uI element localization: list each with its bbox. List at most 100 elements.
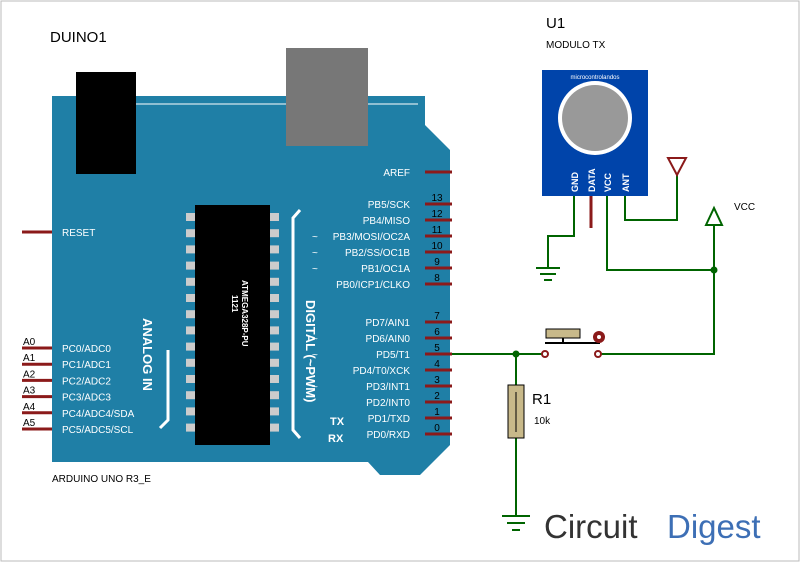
- chip-pin-right: [270, 423, 279, 432]
- chip-pin-left: [186, 229, 195, 238]
- chip-pin-right: [270, 213, 279, 221]
- aref-label: AREF: [383, 168, 410, 179]
- analog-pin-ext-A2: A2: [23, 369, 36, 380]
- chip-pin-right: [270, 391, 279, 400]
- vcc-label: VCC: [734, 202, 755, 213]
- pin-label-3: PD3/INT1: [366, 382, 410, 393]
- antenna-icon: [666, 157, 688, 178]
- digital-pins: PB5/SCK13PB4/MISO12PB3/MOSI/OC2A11~PB2/S…: [312, 193, 452, 441]
- analog-pin-label: PC1/ADC1: [62, 360, 111, 371]
- pin-label-6: PD6/AIN0: [366, 334, 411, 345]
- chip-pin-right: [270, 342, 279, 351]
- pwm-tilde-10: ~: [312, 248, 318, 259]
- chip-pin-left: [186, 391, 195, 400]
- pin-number-4: 4: [434, 359, 440, 370]
- rx-label: RX: [328, 433, 344, 445]
- pin-number-0: 0: [434, 423, 440, 434]
- analog-pin-label: PC0/ADC0: [62, 344, 111, 355]
- pin-number-6: 6: [434, 327, 440, 338]
- digital-bracket: [291, 209, 302, 439]
- chip-pin-left: [186, 407, 195, 416]
- reset-label: RESET: [62, 228, 95, 239]
- pin-label-2: PD2/INT0: [366, 398, 410, 409]
- analog-in-label: ANALOG IN: [140, 318, 155, 391]
- pin-number-12: 12: [431, 209, 443, 220]
- pin-label-12: PB4/MISO: [363, 216, 410, 227]
- chip-pin-left: [186, 294, 195, 302]
- analog-pin-label: PC4/ADC4/SDA: [62, 409, 135, 420]
- chip-pin-right: [270, 261, 279, 270]
- module-pin-gnd: GND: [570, 172, 580, 193]
- chip-pin-left: [186, 375, 195, 383]
- board-part: ARDUINO UNO R3_E: [52, 474, 151, 485]
- pin-number-1: 1: [434, 407, 440, 418]
- module-pin-vcc: VCC: [603, 172, 613, 192]
- wire-module-vcc: [606, 195, 714, 271]
- junction-d5: [512, 350, 520, 358]
- analog-pin-ext-A0: A0: [23, 337, 36, 348]
- analog-pin-ext-A1: A1: [23, 353, 36, 364]
- pin-number-13: 13: [431, 193, 443, 204]
- pwm-tilde-9: ~: [312, 264, 318, 275]
- chip-pin-right: [270, 229, 279, 238]
- module-pin-ant: ANT: [621, 173, 631, 192]
- analog-pin-ext-A4: A4: [23, 402, 36, 413]
- chip-pin-right: [270, 294, 279, 302]
- chip-pin-left: [186, 277, 195, 286]
- pin-number-5: 5: [434, 343, 440, 354]
- pin-label-13: PB5/SCK: [368, 200, 411, 211]
- pin-label-4: PD4/T0/XCK: [353, 366, 411, 377]
- pin-number-11: 11: [432, 225, 443, 236]
- tx-label: TX: [330, 416, 345, 428]
- chip-pin-left: [186, 310, 195, 319]
- module-crystal-inner: [562, 85, 628, 151]
- push-button: [541, 328, 605, 358]
- analog-pin-label: PC5/ADC5/SCL: [62, 425, 134, 436]
- pin-label-1: PD1/TXD: [368, 414, 410, 425]
- chip-pin-left: [186, 342, 195, 351]
- chip-pin-right: [270, 310, 279, 319]
- power-jack: [286, 48, 368, 146]
- chip-pin-left: [186, 358, 195, 367]
- pwm-tilde-6: ~: [312, 334, 318, 345]
- chip-pin-left: [186, 261, 195, 270]
- ground-resistor: [502, 515, 530, 531]
- atmega-chip: [195, 205, 270, 445]
- analog-pin-ext-A5: A5: [23, 418, 36, 429]
- chip-text-1: 1121: [230, 295, 239, 313]
- brand-digest: Digest: [667, 508, 761, 545]
- pin-number-10: 10: [431, 241, 443, 252]
- pin-label-11: PB3/MOSI/OC2A: [333, 232, 411, 243]
- pwm-tilde-11: ~: [312, 232, 318, 243]
- chip-pin-right: [270, 358, 279, 367]
- chip-pin-left: [186, 423, 195, 432]
- chip-pin-right: [270, 407, 279, 416]
- pin-label-5: PD5/T1: [376, 350, 410, 361]
- chip-pin-left: [186, 326, 195, 335]
- pin-number-8: 8: [434, 273, 440, 284]
- chip-pin-right: [270, 245, 279, 254]
- chip-pin-right: [270, 277, 279, 286]
- analog-pin-label: PC3/ADC3: [62, 393, 111, 404]
- ground-module: [536, 267, 560, 281]
- chip-pin-left: [186, 245, 195, 254]
- pin-number-2: 2: [434, 391, 440, 402]
- pin-label-0: PD0/RXD: [367, 430, 410, 441]
- pin-number-7: 7: [434, 311, 440, 322]
- chip-pin-left: [186, 213, 195, 221]
- pin-number-9: 9: [434, 257, 440, 268]
- junction-vcc: [710, 266, 718, 274]
- board-name: DUINO1: [50, 29, 107, 46]
- chip-pins: [186, 213, 279, 432]
- wire-module-gnd: [547, 195, 575, 268]
- analog-bracket: [158, 350, 170, 430]
- digital-label: DIGITAL (~PWM): [303, 300, 318, 402]
- chip-pin-right: [270, 326, 279, 335]
- module-brand: microcontrolandos: [570, 75, 619, 81]
- resistor-ref: R1: [532, 391, 551, 408]
- pwm-tilde-5: ~: [312, 350, 318, 361]
- brand-circuit: Circuit: [544, 508, 638, 545]
